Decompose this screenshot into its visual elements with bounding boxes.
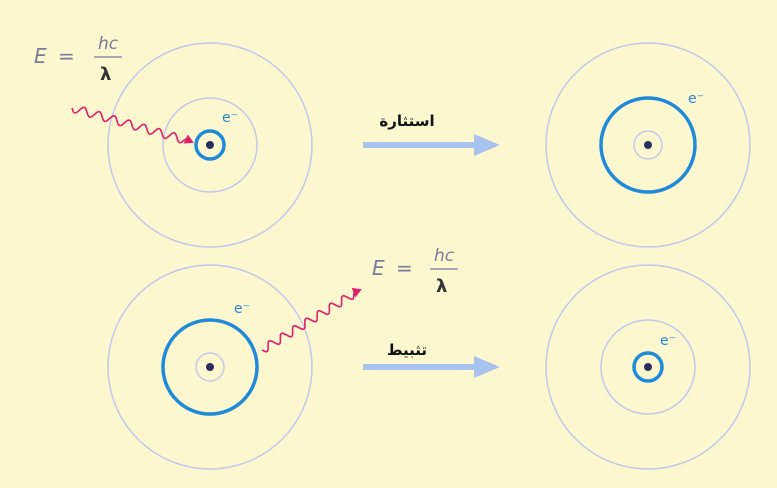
electron-orbit xyxy=(194,129,226,161)
excitation-arrow xyxy=(363,134,500,156)
outgoing-photon xyxy=(261,287,362,353)
outer-orbit xyxy=(107,42,313,248)
formula-lhs: E xyxy=(34,44,47,68)
nucleus xyxy=(206,363,214,371)
atom-ground: e⁻ xyxy=(545,264,751,470)
formula-numerator: hc xyxy=(434,246,455,266)
outer-orbit xyxy=(545,264,751,470)
nucleus xyxy=(644,141,652,149)
electron-label: e⁻ xyxy=(234,301,250,317)
electron-label: e⁻ xyxy=(222,110,238,126)
electron-orbit xyxy=(599,96,697,194)
relaxation-arrow xyxy=(363,356,500,378)
electron-orbit xyxy=(632,351,664,383)
formula-equals: = xyxy=(396,256,413,280)
middle-orbit xyxy=(162,97,258,193)
inner-orbit xyxy=(195,352,225,382)
atom-excited-emitting: e⁻ xyxy=(107,264,313,470)
formula-lhs: E xyxy=(372,256,385,280)
formula-equals: = xyxy=(58,44,75,68)
energy-formula-top: E = hc λ xyxy=(34,34,122,85)
middle-orbit xyxy=(600,319,696,415)
formula-denominator: λ xyxy=(436,276,447,297)
inner-orbit xyxy=(633,130,663,160)
incoming-photon xyxy=(71,106,194,144)
outer-orbit xyxy=(107,264,313,470)
energy-formula-bottom: E = hc λ xyxy=(372,246,458,297)
nucleus xyxy=(644,363,652,371)
atom-excited: e⁻ xyxy=(545,42,751,248)
formula-denominator: λ xyxy=(100,64,111,85)
atom-ground-absorbing: e⁻ xyxy=(107,42,313,248)
nucleus xyxy=(206,141,214,149)
electron-label: e⁻ xyxy=(688,91,704,107)
outer-orbit xyxy=(545,42,751,248)
excitation-label: استثارة xyxy=(379,112,434,130)
relaxation-label: تثبيط xyxy=(387,341,427,359)
electron-label: e⁻ xyxy=(660,333,676,349)
formula-numerator: hc xyxy=(98,34,119,54)
electron-orbit xyxy=(161,318,259,416)
